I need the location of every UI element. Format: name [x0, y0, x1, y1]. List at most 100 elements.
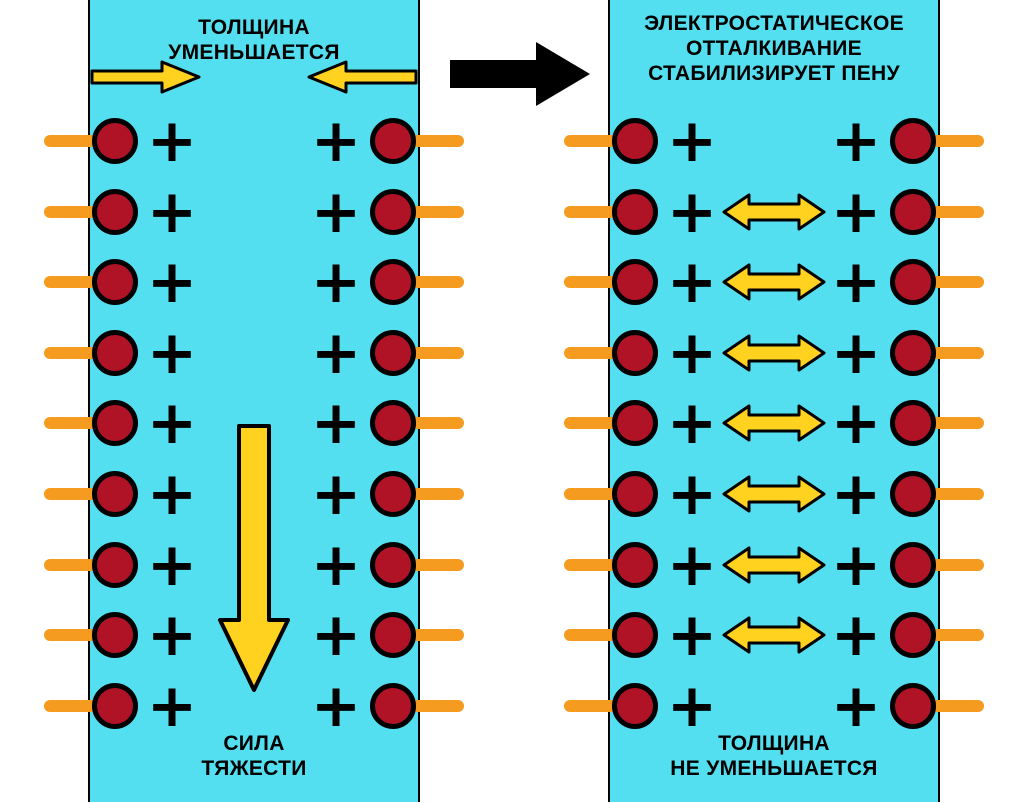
gravity-arrow-icon: [216, 424, 292, 694]
surfactant-tail-icon: [564, 559, 624, 571]
surfactant-tail-icon: [44, 206, 104, 218]
positive-charge-label: +: [310, 530, 362, 600]
surfactant-tail-icon: [44, 488, 104, 500]
positive-charge-label: +: [146, 388, 198, 458]
positive-charge-label: +: [310, 177, 362, 247]
surfactant-tail-icon: [564, 206, 624, 218]
surfactant-head-icon: [890, 471, 936, 517]
repulsion-arrow-icon: [721, 542, 827, 588]
surfactant-head-icon: [612, 542, 658, 588]
positive-charge-label: +: [146, 247, 198, 317]
surfactant-head-icon: [370, 189, 416, 235]
surfactant-head-icon: [890, 612, 936, 658]
repulsion-arrow-icon: [721, 189, 827, 235]
left-panel-title: ТОЛЩИНА УМЕНЬШАЕТСЯ: [168, 16, 340, 64]
surfactant-tail-icon: [404, 417, 464, 429]
surfactant-tail-icon: [44, 417, 104, 429]
right-panel-title: ЭЛЕКТРОСТАТИЧЕСКОЕ ОТТАЛКИВАНИЕ СТАБИЛИЗ…: [644, 12, 904, 85]
positive-charge-label: +: [310, 600, 362, 670]
surfactant-head-icon: [612, 683, 658, 729]
surfactant-tail-icon: [564, 417, 624, 429]
positive-charge-label: +: [146, 600, 198, 670]
surfactant-head-icon: [890, 400, 936, 446]
surfactant-tail-icon: [44, 276, 104, 288]
positive-charge-label: +: [666, 530, 718, 600]
surfactant-tail-icon: [404, 206, 464, 218]
surfactant-head-icon: [92, 471, 138, 517]
positive-charge-label: +: [830, 106, 882, 176]
positive-charge-label: +: [310, 318, 362, 388]
thinning-arrow-right-icon: [90, 60, 202, 94]
surfactant-tail-icon: [564, 488, 624, 500]
positive-charge-label: +: [310, 671, 362, 741]
surfactant-tail-icon: [924, 700, 984, 712]
surfactant-head-icon: [92, 683, 138, 729]
surfactant-tail-icon: [564, 629, 624, 641]
surfactant-head-icon: [890, 683, 936, 729]
surfactant-head-icon: [370, 542, 416, 588]
surfactant-tail-icon: [44, 559, 104, 571]
thinning-arrow-left-icon: [306, 60, 418, 94]
surfactant-tail-icon: [924, 206, 984, 218]
repulsion-arrow-icon: [721, 259, 827, 305]
positive-charge-label: +: [830, 459, 882, 529]
surfactant-tail-icon: [924, 347, 984, 359]
surfactant-head-icon: [92, 189, 138, 235]
surfactant-head-icon: [612, 189, 658, 235]
positive-charge-label: +: [146, 459, 198, 529]
surfactant-head-icon: [370, 683, 416, 729]
surfactant-head-icon: [612, 471, 658, 517]
positive-charge-label: +: [666, 177, 718, 247]
surfactant-tail-icon: [404, 347, 464, 359]
surfactant-tail-icon: [564, 347, 624, 359]
left-panel-caption: СИЛА ТЯЖЕСТИ: [201, 732, 307, 780]
surfactant-tail-icon: [564, 276, 624, 288]
surfactant-head-icon: [92, 330, 138, 376]
positive-charge-label: +: [146, 318, 198, 388]
positive-charge-label: +: [830, 247, 882, 317]
positive-charge-label: +: [666, 247, 718, 317]
surfactant-head-icon: [612, 118, 658, 164]
surfactant-tail-icon: [404, 559, 464, 571]
surfactant-tail-icon: [924, 559, 984, 571]
repulsion-arrow-icon: [721, 400, 827, 446]
positive-charge-label: +: [830, 600, 882, 670]
surfactant-head-icon: [890, 330, 936, 376]
positive-charge-label: +: [666, 318, 718, 388]
positive-charge-label: +: [310, 247, 362, 317]
repulsion-arrow-icon: [721, 471, 827, 517]
right-soap-film: [608, 0, 940, 802]
positive-charge-label: +: [666, 459, 718, 529]
surfactant-head-icon: [370, 471, 416, 517]
positive-charge-label: +: [830, 177, 882, 247]
transition-arrow-icon: [450, 40, 592, 108]
surfactant-head-icon: [370, 259, 416, 305]
surfactant-tail-icon: [404, 488, 464, 500]
surfactant-head-icon: [890, 542, 936, 588]
repulsion-arrow-icon: [721, 612, 827, 658]
surfactant-tail-icon: [924, 488, 984, 500]
positive-charge-label: +: [666, 671, 718, 741]
surfactant-tail-icon: [44, 135, 104, 147]
surfactant-head-icon: [370, 612, 416, 658]
positive-charge-label: +: [830, 388, 882, 458]
positive-charge-label: +: [830, 530, 882, 600]
positive-charge-label: +: [310, 459, 362, 529]
positive-charge-label: +: [830, 318, 882, 388]
surfactant-head-icon: [92, 259, 138, 305]
surfactant-tail-icon: [924, 135, 984, 147]
surfactant-tail-icon: [404, 629, 464, 641]
surfactant-tail-icon: [924, 276, 984, 288]
surfactant-head-icon: [890, 189, 936, 235]
positive-charge-label: +: [666, 106, 718, 176]
surfactant-tail-icon: [44, 700, 104, 712]
surfactant-head-icon: [612, 330, 658, 376]
surfactant-tail-icon: [44, 347, 104, 359]
surfactant-tail-icon: [404, 276, 464, 288]
positive-charge-label: +: [146, 106, 198, 176]
surfactant-tail-icon: [404, 700, 464, 712]
positive-charge-label: +: [146, 671, 198, 741]
surfactant-tail-icon: [404, 135, 464, 147]
surfactant-head-icon: [92, 400, 138, 446]
